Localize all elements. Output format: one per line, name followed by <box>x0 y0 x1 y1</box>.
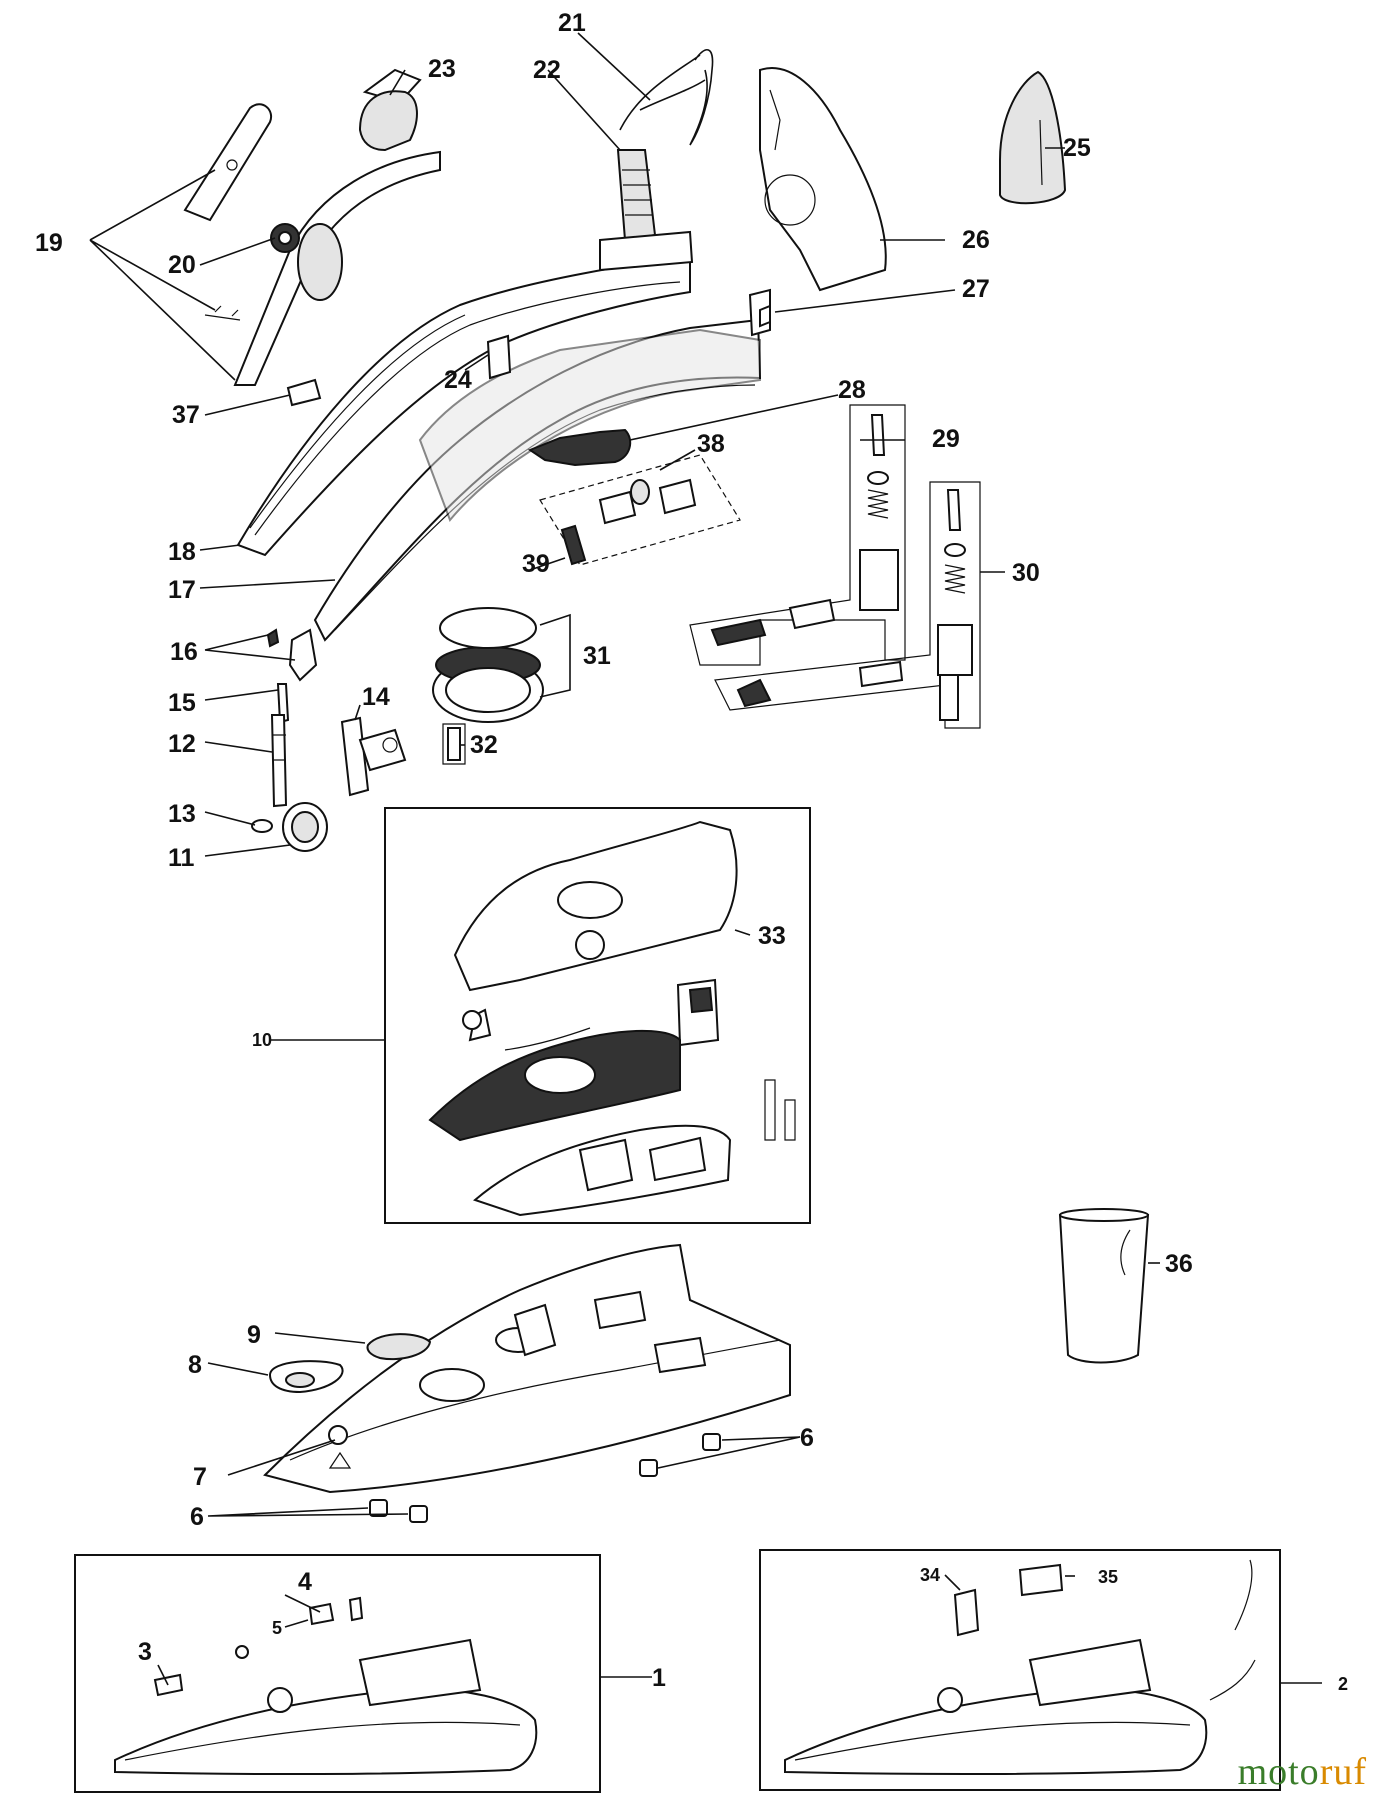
box-10-parts <box>428 820 796 1217</box>
callout-21: 21 <box>558 9 586 37</box>
callout-6-right: 6 <box>800 1424 814 1452</box>
box-2-soleplate <box>784 1559 1256 1776</box>
callout-3: 3 <box>138 1638 152 1666</box>
callout-39: 39 <box>522 550 550 578</box>
box-1-frame <box>74 1554 601 1793</box>
part-11-seal <box>282 802 328 852</box>
callout-35: 35 <box>1098 1567 1118 1587</box>
iron-main-body <box>263 1243 791 1494</box>
callout-33: 33 <box>758 922 786 950</box>
callout-11: 11 <box>168 844 195 872</box>
callout-8: 8 <box>188 1351 202 1379</box>
callout-5: 5 <box>272 1618 282 1638</box>
part-12-spray-rod <box>270 714 288 808</box>
box-1-soleplate <box>114 1596 538 1776</box>
part-23-button-cap <box>358 68 422 152</box>
callout-labels: 21 22 23 19 20 25 26 27 24 37 28 29 38 3… <box>35 9 1348 1694</box>
callout-37: 37 <box>172 401 200 429</box>
part-31-filter-cartridge <box>432 607 544 723</box>
callout-4: 4 <box>298 1568 312 1596</box>
part-21-cord <box>619 49 714 146</box>
part-29-pump-assembly <box>689 404 906 666</box>
part-27-clip <box>748 288 771 337</box>
part-25-rear-cap <box>999 70 1067 205</box>
box-10-frame <box>384 807 811 1224</box>
callout-9: 9 <box>247 1321 261 1349</box>
callout-12: 12 <box>168 730 196 758</box>
callout-22: 22 <box>533 56 561 84</box>
callout-24: 24 <box>444 366 472 394</box>
callout-10: 10 <box>252 1030 272 1050</box>
callout-26: 26 <box>962 226 990 254</box>
box-2-frame <box>759 1549 1281 1791</box>
callout-36: 36 <box>1165 1250 1193 1278</box>
callout-32: 32 <box>470 731 498 759</box>
callout-20: 20 <box>168 251 196 279</box>
part-14-valve-bracket <box>340 716 407 797</box>
part-36-measuring-cup <box>1058 1208 1150 1364</box>
callout-15: 15 <box>168 689 196 717</box>
callout-23: 23 <box>428 55 456 83</box>
callout-18: 18 <box>168 538 196 566</box>
callout-34: 34 <box>920 1565 940 1585</box>
part-26-rear-housing <box>759 67 887 292</box>
part-8-9-seal-rings <box>268 1333 432 1394</box>
callout-19: 19 <box>35 229 63 257</box>
callout-30: 30 <box>1012 559 1040 587</box>
callout-17: 17 <box>168 576 196 604</box>
callout-1: 1 <box>652 1664 666 1692</box>
part-16-side-button <box>266 628 318 682</box>
part-15-pin <box>276 683 290 724</box>
part-13-washer <box>251 819 273 833</box>
part-32-screw <box>442 723 466 765</box>
callout-27: 27 <box>962 275 990 303</box>
part-20-knob <box>270 223 300 253</box>
part-19-top-cover-insert <box>183 103 441 386</box>
callout-14: 14 <box>362 683 390 711</box>
part-22-cord-protector <box>599 149 694 272</box>
callout-31: 31 <box>583 642 611 670</box>
callout-13: 13 <box>168 800 196 828</box>
part-6-feet <box>369 1433 721 1523</box>
callout-38: 38 <box>697 430 725 458</box>
watermark-part1: moto <box>1237 1751 1320 1793</box>
callout-16: 16 <box>170 638 198 666</box>
callout-29: 29 <box>932 425 960 453</box>
callout-2: 2 <box>1338 1674 1348 1694</box>
part-30-pump-assembly <box>714 481 981 729</box>
callout-6-left: 6 <box>190 1503 204 1531</box>
leader-lines <box>89 32 1322 1686</box>
part-38-39-pcb-module <box>539 454 741 566</box>
watermark-logo: motoruf <box>1238 1750 1367 1794</box>
part-18-handle-top-cover <box>236 256 691 557</box>
watermark-part2: ruf <box>1319 1751 1367 1793</box>
part-37-slider <box>286 378 322 407</box>
part-24-latch <box>486 334 512 380</box>
callout-25: 25 <box>1063 134 1091 162</box>
callout-7: 7 <box>193 1463 207 1491</box>
callout-28: 28 <box>838 376 866 404</box>
part-28-trigger <box>527 428 632 467</box>
